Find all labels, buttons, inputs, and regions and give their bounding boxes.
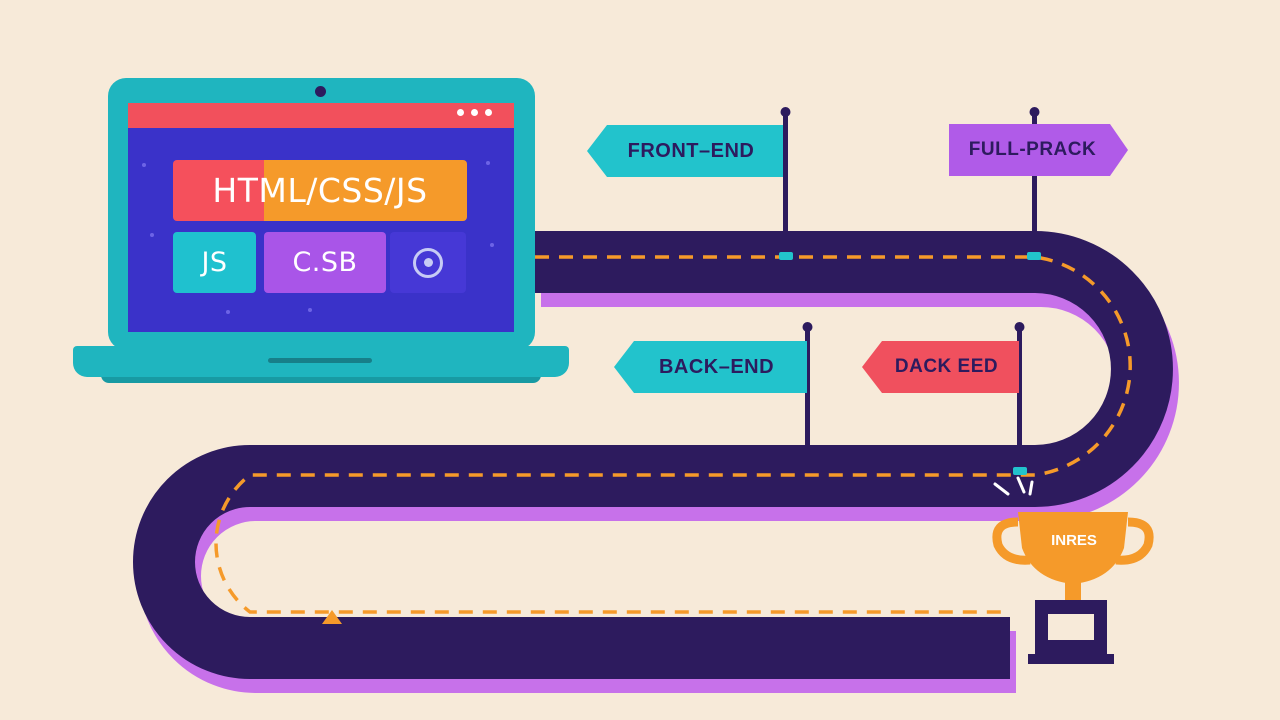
signpost-backend: BACK–END: [614, 341, 807, 393]
trophy-label: INRES: [1051, 531, 1097, 549]
trophy-stem: [1065, 582, 1081, 602]
decor-dot: [142, 163, 146, 167]
road-marker: [1013, 467, 1027, 475]
trophy-foot: [1028, 654, 1114, 664]
window-dots-icon: [457, 109, 492, 116]
pole-backend-1: [805, 330, 810, 470]
trophy-cup: [1018, 512, 1128, 584]
tag-js: JS: [173, 232, 256, 293]
pole-frontend-cap: [780, 107, 791, 117]
start-arrow-icon: [322, 610, 342, 624]
decor-dot: [490, 243, 494, 247]
road-markers: [779, 252, 1041, 475]
trophy-handle-right: [1115, 517, 1154, 565]
pole-backend-1-cap: [802, 322, 813, 332]
pole-backend-2-cap: [1014, 322, 1025, 332]
target-icon: [413, 247, 443, 278]
road-dashes: [214, 255, 1132, 614]
pole-frontend: [783, 116, 788, 256]
tag-csb: C.SB: [264, 232, 386, 293]
decor-dot: [150, 233, 154, 237]
signpost-poles: [780, 107, 1040, 470]
trophy-plaque: [1048, 614, 1094, 640]
road: [133, 231, 1173, 679]
sparkle-icon: [993, 476, 1034, 496]
signpost-fullstack: FULL-PRACK: [949, 124, 1128, 176]
camera-icon: [315, 86, 326, 97]
laptop-notch: [268, 358, 372, 363]
road-marker: [1027, 252, 1041, 260]
decor-dot: [486, 161, 490, 165]
signpost-backend-alt: DACK EED: [862, 341, 1019, 393]
screen-title-bar: [128, 103, 514, 128]
trophy-icon: [992, 512, 1154, 664]
laptop-screen: HTML/CSS/JS JS C.SB: [128, 103, 514, 332]
tag-target: [390, 232, 466, 293]
laptop-base-shadow: [101, 375, 541, 383]
pole-fullstack-cap: [1029, 107, 1040, 117]
tag-html-css-js: HTML/CSS/JS: [173, 160, 467, 221]
signpost-frontend: FRONT–END: [587, 125, 783, 177]
road-marker: [779, 252, 793, 260]
pole-backend-2: [1017, 330, 1022, 470]
trophy-handle-left: [992, 517, 1031, 565]
decor-dot: [226, 310, 230, 314]
pole-fullstack: [1032, 116, 1037, 256]
decor-dot: [308, 308, 312, 312]
